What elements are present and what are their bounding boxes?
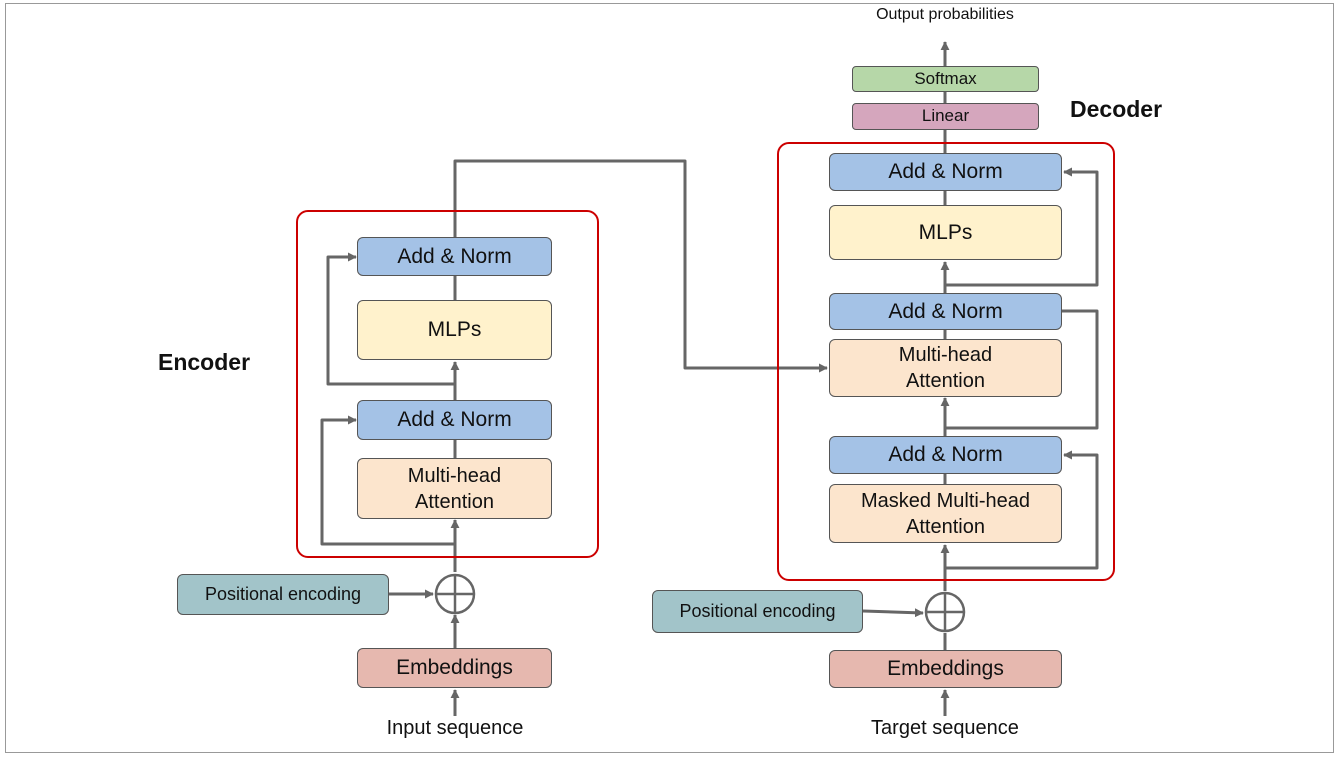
decoder-positional-encoding: Positional encoding	[652, 590, 863, 633]
encoder-add-norm-bottom: Add & Norm	[357, 400, 552, 440]
encoder-positional-encoding: Positional encoding	[177, 574, 389, 615]
dec-posenc-to-plus	[862, 608, 924, 618]
linear-layer: Linear	[852, 103, 1039, 130]
encoder-add-norm-top: Add & Norm	[357, 237, 552, 276]
dec-residual-1	[945, 450, 1099, 570]
encoder-block	[296, 210, 599, 558]
decoder-mlps: MLPs	[829, 205, 1062, 260]
output-probabilities-label: Output probabilities	[876, 6, 1014, 23]
decoder-block	[777, 142, 1115, 581]
diagram-frame	[5, 3, 1334, 753]
decoder-add-norm-top: Add & Norm	[829, 153, 1062, 191]
decoder-add-norm-bottom: Add & Norm	[829, 436, 1062, 474]
input-sequence-label: Input sequence	[386, 717, 524, 739]
target-sequence-label: Target sequence	[871, 717, 1019, 739]
dec-add-circle	[924, 591, 966, 633]
dec-residual-3	[945, 167, 1099, 287]
encoder-multi-head-attention: Multi-head Attention	[357, 458, 552, 519]
decoder-multi-head-attention: Multi-head Attention	[829, 339, 1062, 397]
decoder-add-norm-middle: Add & Norm	[829, 293, 1062, 330]
encoder-mlps: MLPs	[357, 300, 552, 360]
enc-residual-1	[320, 415, 455, 546]
encoder-embeddings: Embeddings	[357, 648, 552, 688]
enc-add-circle	[434, 573, 476, 615]
encoder-title: Encoder	[158, 349, 251, 375]
decoder-masked-multi-head-attention: Masked Multi-head Attention	[829, 484, 1062, 543]
enc-residual-2	[326, 252, 455, 386]
dec-residual-2	[945, 309, 1099, 430]
enc-to-dec-connection	[453, 159, 828, 373]
softmax-layer: Softmax	[852, 66, 1039, 92]
decoder-embeddings: Embeddings	[829, 650, 1062, 688]
decoder-title: Decoder	[1070, 96, 1163, 122]
